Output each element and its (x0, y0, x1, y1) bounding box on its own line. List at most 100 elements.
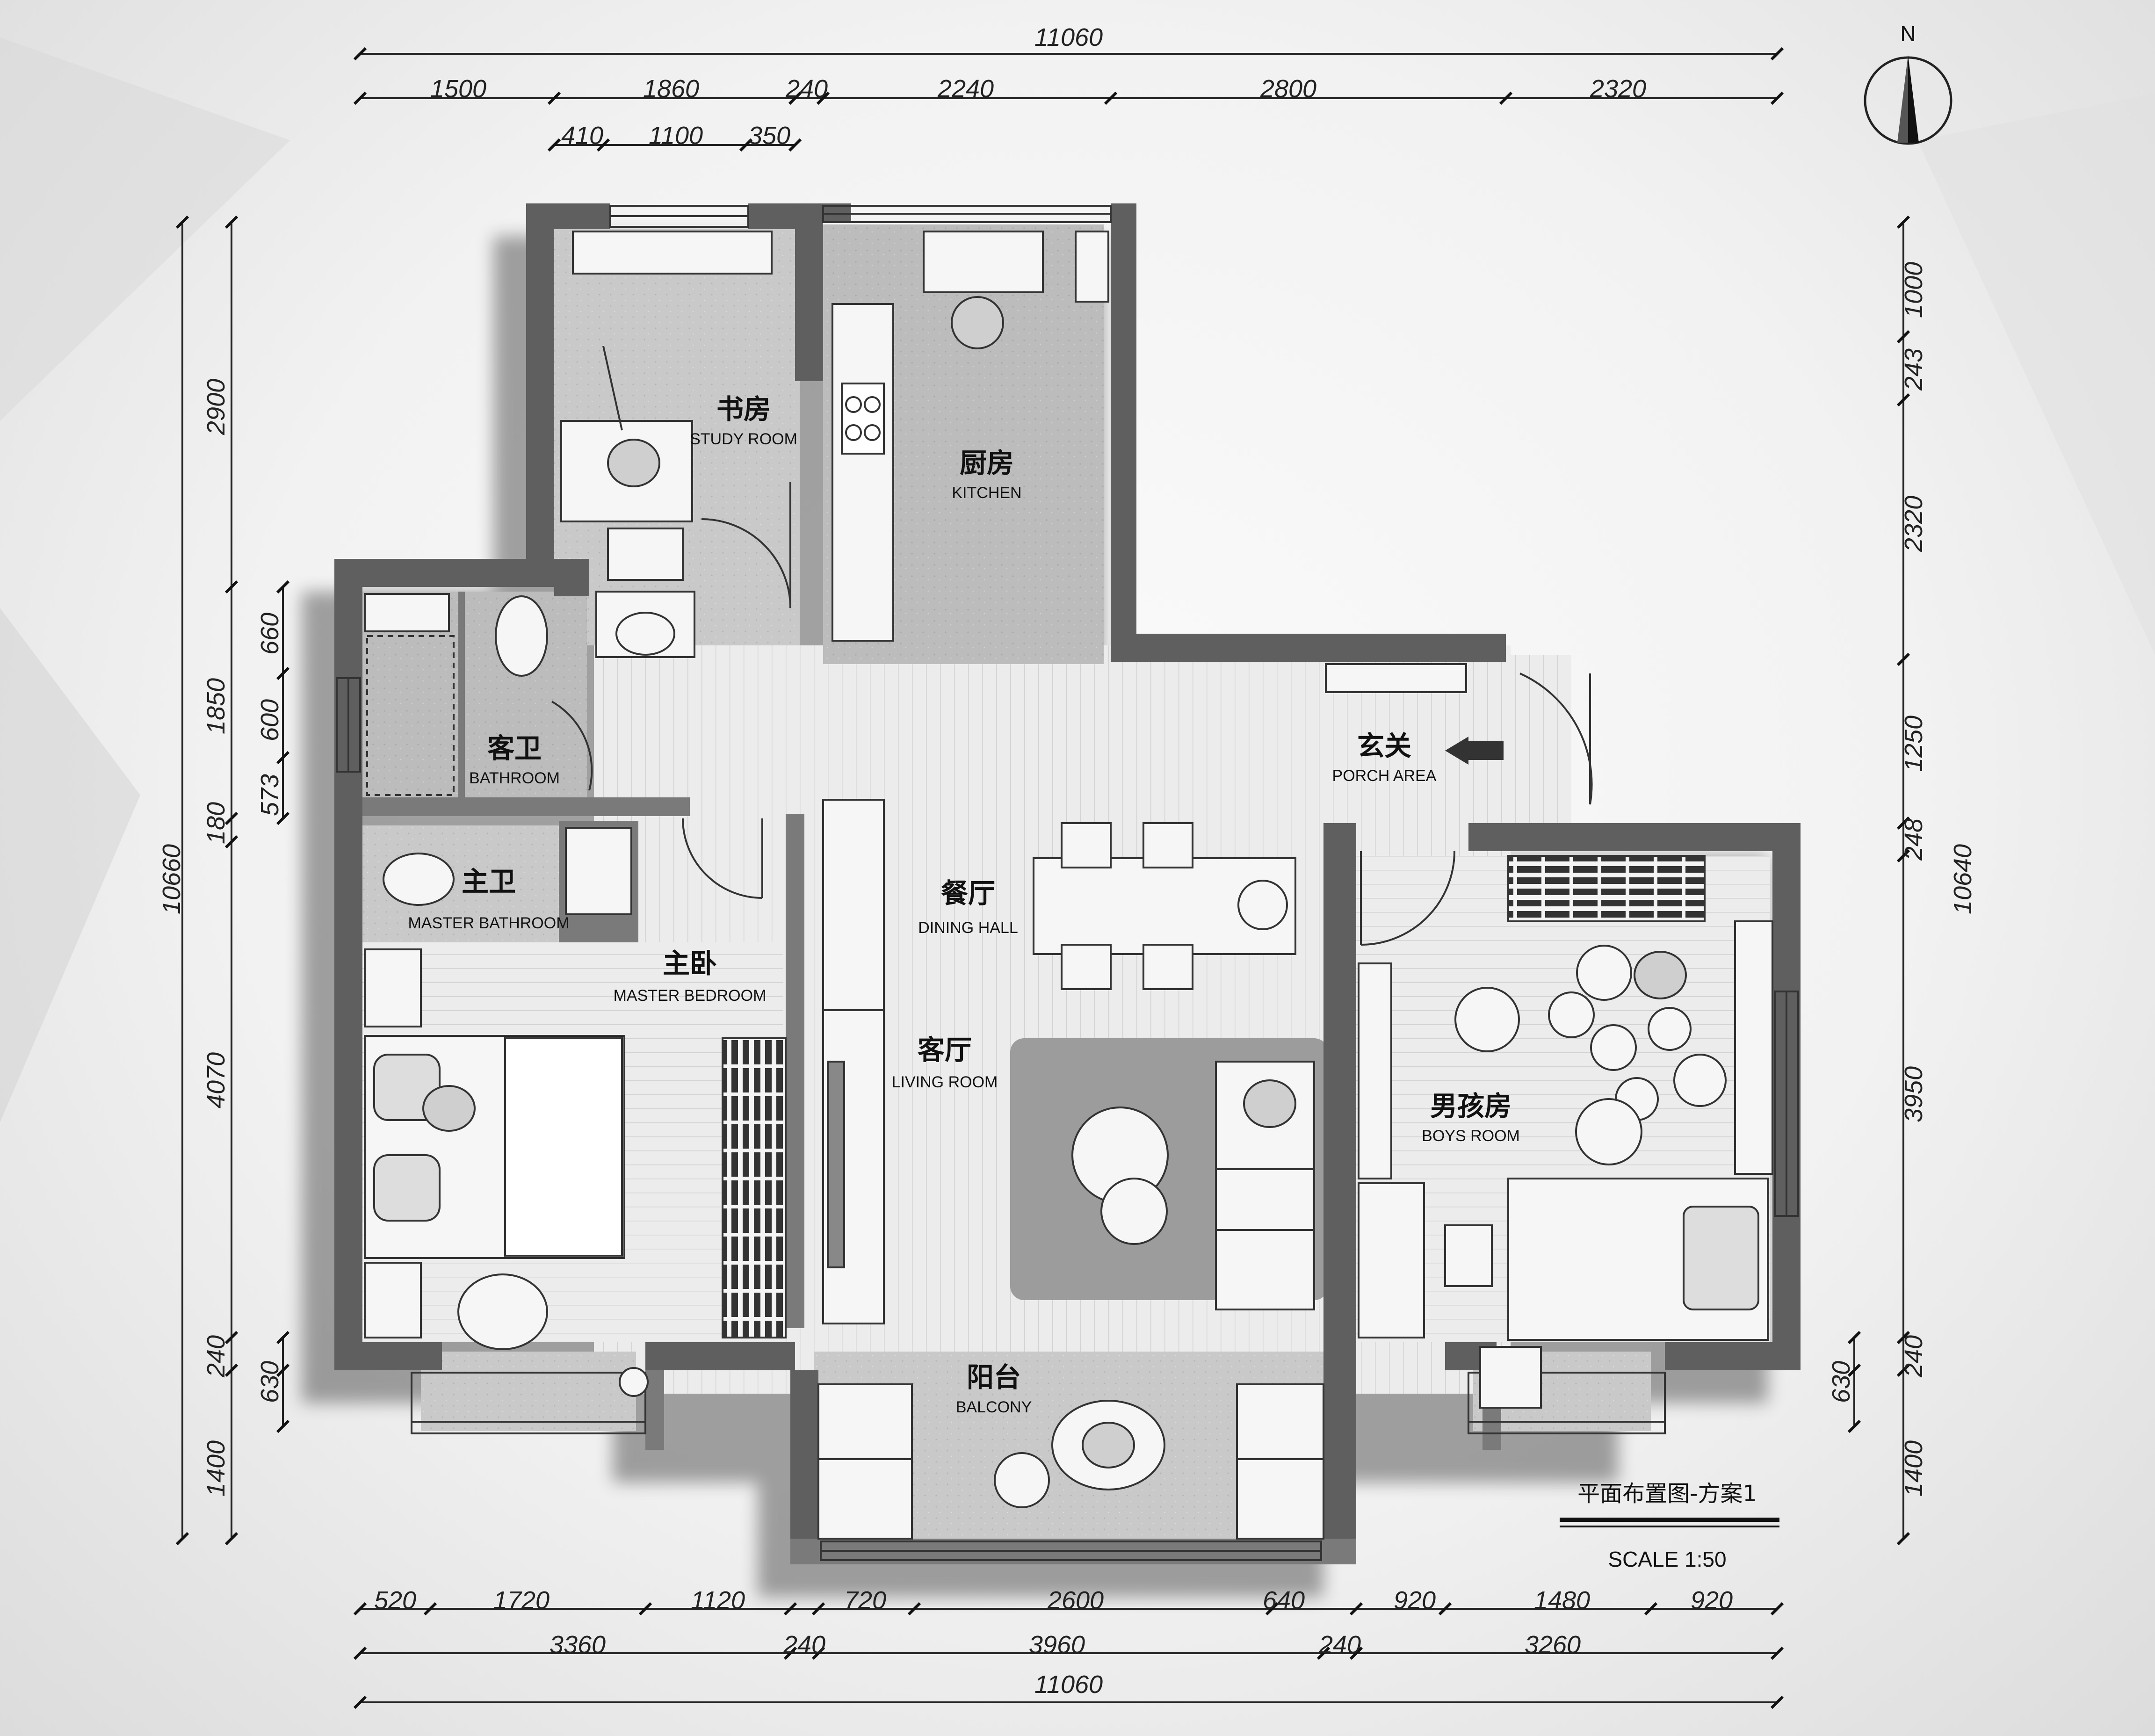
dimension-tick (353, 1695, 367, 1709)
dimension-tick (353, 47, 367, 61)
dim-top-seg: 1860 (643, 75, 699, 103)
dim-bottom-a: 920 (1691, 1586, 1733, 1614)
dim-left-seg: 1850 (202, 678, 230, 734)
boys-shelf (1734, 920, 1773, 1175)
balcony-label-cn: 阳台 (967, 1361, 1021, 1393)
sleeping-person-icon (422, 1085, 476, 1132)
dimension-tick (1847, 1331, 1861, 1345)
dim-bottom-b: 3260 (1525, 1631, 1581, 1659)
dim-left-sub: 630 (256, 1361, 284, 1403)
dim-top-seg: 240 (785, 75, 828, 103)
dim-right-seg: 243 (1900, 348, 1928, 391)
dim-bottom-a: 1480 (1534, 1586, 1590, 1614)
background-shard (0, 37, 290, 421)
background-shard (1917, 94, 2155, 655)
dimension-tick (783, 1646, 797, 1660)
dimension-tick (1770, 47, 1784, 61)
dim-left-sub: 600 (256, 699, 284, 741)
desk-chair (1444, 1224, 1493, 1287)
dim-bottom-total: 11060 (1034, 1671, 1103, 1699)
dimension-tick (1265, 1602, 1279, 1616)
boys-room-label-en: BOYS ROOM (1422, 1127, 1520, 1145)
dim-bottom-b: 240 (783, 1631, 825, 1659)
dim-right-total: 10640 (1949, 844, 1977, 914)
entry-arrow-icon (1445, 737, 1504, 765)
dimension-tick (224, 215, 239, 229)
kitchen-sink (923, 231, 1044, 293)
dimension-tick (1770, 1602, 1784, 1616)
cook-person-icon (951, 296, 1004, 349)
dim-top-sub: 1100 (649, 122, 703, 150)
dim-left-sub: 660 (256, 613, 284, 655)
master-bathroom-label-en: MASTER BATHROOM (408, 914, 569, 932)
dim-bottom-a: 1120 (691, 1586, 745, 1614)
dimension-tick (788, 91, 802, 105)
dim-bottom-a: 720 (844, 1586, 886, 1614)
sitting-person-icon (1243, 1079, 1296, 1128)
dining-chair (1143, 822, 1193, 868)
toy-drum (1548, 991, 1595, 1038)
dimension-tick (1896, 849, 1910, 863)
study-room-label-cn: 书房 (716, 393, 771, 425)
balcony-cushion (1479, 1346, 1542, 1409)
dimension-tick (1644, 1602, 1658, 1616)
furniture (364, 231, 1773, 1540)
kitchen-counter (832, 303, 894, 642)
background-shard (0, 608, 140, 1122)
dimension-tick (353, 1602, 367, 1616)
dimension-tick (547, 91, 561, 105)
dim-left-seg: 2900 (202, 379, 230, 435)
study-cabinet (607, 528, 684, 581)
dimension-tick (353, 91, 367, 105)
dim-right-seg: 1000 (1900, 262, 1928, 318)
balcony-cabinet (817, 1383, 913, 1540)
toy-drum (1673, 1054, 1727, 1107)
dimension-tick (423, 1602, 437, 1616)
dimension-tick (1847, 1363, 1861, 1377)
kitchen-label-cn: 厨房 (960, 447, 1014, 479)
dim-top-seg: 2800 (1260, 75, 1316, 103)
dimension-tick (1316, 1646, 1331, 1660)
dimension-tick (816, 91, 830, 105)
dimension-tick (739, 138, 753, 152)
dining-chair (1061, 944, 1112, 990)
dimension-tick (811, 1646, 825, 1660)
dimension-tick (276, 1419, 290, 1433)
dim-bottom-a: 520 (374, 1586, 416, 1614)
bathroom-label-cn: 客卫 (487, 732, 542, 764)
dim-right-seg: 3950 (1900, 1066, 1928, 1122)
cooktop-icon (841, 383, 885, 455)
dim-right-seg: 2320 (1900, 496, 1928, 552)
dim-top-seg: 2320 (1590, 75, 1646, 103)
boys-wardrobe (1507, 855, 1706, 922)
kitchen-fridge (1075, 231, 1109, 303)
dimension-tick (1349, 1646, 1363, 1660)
dimension-tick (1896, 652, 1910, 666)
dimension-tick (1104, 91, 1118, 105)
dim-bottom-a: 640 (1263, 1586, 1305, 1614)
dimension-tick (276, 1363, 290, 1377)
washbasin-icon (615, 612, 675, 656)
dim-right-seg: 1250 (1900, 716, 1928, 772)
dining-chair (1143, 944, 1193, 990)
master-bedroom-label-en: MASTER BEDROOM (614, 987, 767, 1005)
floor-drain-icon (619, 1367, 649, 1397)
dimension-tick (788, 138, 802, 152)
dimension-tick (1896, 1363, 1910, 1377)
study-bookshelf (572, 231, 773, 275)
plant-pot-icon (994, 1452, 1050, 1508)
dimension-tick (1499, 91, 1513, 105)
dim-bottom-b: 3960 (1029, 1631, 1085, 1659)
windows (336, 205, 1799, 1561)
balcony-label-en: BALCONY (956, 1398, 1032, 1416)
dimension-tick (1896, 330, 1910, 344)
toy-drum (1648, 1007, 1692, 1051)
dining-hall-label-en: DINING HALL (918, 919, 1018, 937)
dimension-tick (224, 835, 239, 849)
dim-bottom-b: 3360 (550, 1631, 606, 1659)
dimension-tick (224, 1532, 239, 1546)
porch-area-label-en: PORCH AREA (1332, 767, 1437, 785)
dim-right-seg: 240 (1900, 1335, 1928, 1378)
dimension-tick (1847, 1419, 1861, 1433)
dimension-tick (1896, 816, 1910, 830)
